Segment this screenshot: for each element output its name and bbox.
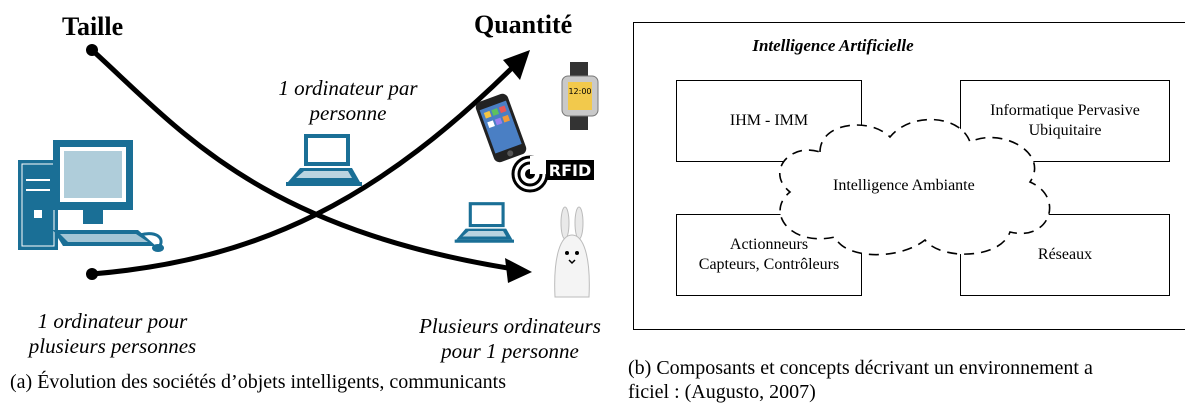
smartwatch-icon: 12:00 xyxy=(561,62,599,130)
watch-time: 12:00 xyxy=(568,87,591,96)
quantity-curve xyxy=(91,58,522,277)
ambient-intelligence-cloud xyxy=(778,118,1051,256)
ai-frame xyxy=(633,22,1185,330)
small-laptop-icon xyxy=(454,202,514,243)
rfid-logo-icon: RFID xyxy=(511,155,594,193)
label-one-per-person: 1 ordinateur par personne xyxy=(278,76,418,125)
label-many-for-one: Plusieurs ordinateurs pour 1 personne xyxy=(419,314,601,363)
size-curve xyxy=(90,48,521,273)
quantity-arrowhead xyxy=(503,50,530,80)
caption-b: (b) Composants et concepts décrivant un … xyxy=(628,357,1093,403)
cloud-label: Intelligence Ambiante xyxy=(833,177,975,194)
frame-title: Intelligence Artificielle xyxy=(752,36,914,55)
size-start-dot xyxy=(86,44,98,56)
laptop-icon xyxy=(286,134,362,186)
caption-a: (a) Évolution des sociétés d’objets inte… xyxy=(10,371,507,393)
nabaztag-rabbit-icon xyxy=(554,206,590,298)
evolution-curves xyxy=(86,44,532,283)
label-taille: Taille xyxy=(62,12,124,41)
label-quantite: Quantité xyxy=(474,10,573,39)
label-one-for-many: 1 ordinateur pour plusieurs personnes xyxy=(28,309,197,358)
size-arrowhead xyxy=(505,258,532,283)
quantity-start-dot xyxy=(86,268,98,280)
desktop-computer-icon xyxy=(18,140,164,252)
rfid-text: RFID xyxy=(549,161,591,180)
smartphone-icon xyxy=(475,93,527,163)
